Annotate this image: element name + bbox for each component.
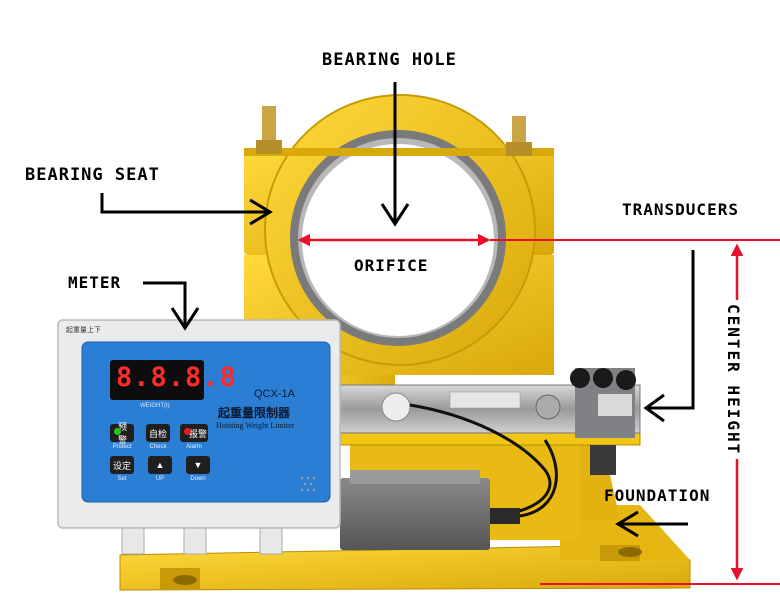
check-caption: Check: [149, 444, 167, 450]
up-button-label: ▲: [155, 460, 165, 470]
meter-corner-label: 起重量上下: [66, 327, 101, 334]
label-foundation: FOUNDATION: [604, 486, 711, 505]
meter-model: QCX-1A: [254, 388, 295, 400]
alarm-button-label: 报警: [188, 428, 207, 439]
label-transducers: TRANSDUCERS: [622, 200, 739, 219]
alarm-caption: Alarm: [186, 444, 202, 450]
meter-display-caption: WEIGHT(t): [140, 403, 170, 409]
bearing-seat-arrow: [100, 193, 273, 226]
up-caption: UP: [155, 476, 165, 482]
set-button-label: 设定: [112, 460, 131, 471]
protect-button[interactable]: 预警: [110, 422, 134, 445]
protect-led: [114, 428, 121, 435]
meter-arrow: [143, 281, 200, 331]
label-center-height: CENTER HEIGHT: [724, 300, 743, 460]
top-bolts: [256, 106, 532, 156]
meter-title-en: Hoisting Weight Limiter: [216, 421, 295, 430]
up-button[interactable]: ▲: [148, 456, 172, 474]
transducers-arrow: [643, 250, 695, 423]
bearing-seat: [244, 94, 554, 375]
meter-title-cn: 起重量限制器: [218, 406, 291, 420]
bearing-hole-arrow: [380, 82, 410, 227]
alarm-button[interactable]: 报警: [180, 424, 208, 442]
label-bearing-hole: BEARING HOLE: [322, 50, 457, 70]
label-meter: METER: [68, 273, 122, 292]
alarm-led: [184, 428, 191, 435]
down-caption: Down: [190, 476, 206, 482]
set-button[interactable]: 设定: [110, 456, 134, 474]
down-button-label: ▼: [193, 460, 203, 470]
protect-caption: Protect: [112, 444, 132, 450]
meter-display-digits: 8.8.8.8: [116, 362, 237, 393]
foundation-arrow: [615, 510, 688, 538]
label-orifice: ORIFICE: [352, 256, 431, 275]
set-caption: Set: [117, 476, 127, 482]
check-button[interactable]: 自检: [146, 424, 170, 442]
down-button[interactable]: ▼: [186, 456, 210, 474]
cable-glands: [121, 527, 283, 555]
junction-box: [340, 439, 558, 550]
protect-button-label: 预警: [118, 422, 128, 445]
check-button-label: 自检: [148, 428, 167, 439]
transducer-block: [339, 368, 641, 517]
label-bearing-seat: BEARING SEAT: [25, 165, 160, 185]
